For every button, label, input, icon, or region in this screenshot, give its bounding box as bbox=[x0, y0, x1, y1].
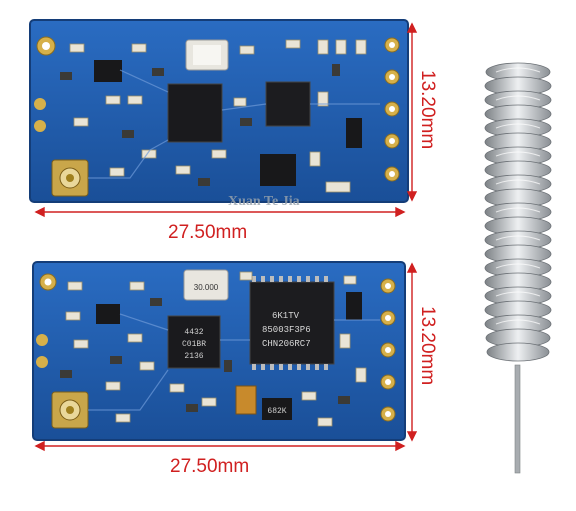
watermark-text: Xuan Te Jia bbox=[228, 194, 300, 209]
top-rf-module bbox=[29, 19, 409, 203]
bottom-width-label: 27.50mm bbox=[170, 456, 250, 477]
spring-antenna-icon bbox=[484, 62, 552, 474]
rf-chip-line-1: 4432 bbox=[184, 328, 203, 337]
rf-chip-line-2: C01BR bbox=[182, 340, 206, 349]
top-width-label: 27.50mm bbox=[168, 222, 248, 243]
mcu-line-1: 6K1TV bbox=[272, 311, 300, 321]
mcu-line-2: 85003F3P6 bbox=[262, 325, 311, 335]
bottom-rf-module: 30.000 4432 C01BR 2136 bbox=[32, 261, 406, 441]
top-height-label: 13.20mm bbox=[417, 70, 438, 150]
crystal-marking: 30.000 bbox=[194, 283, 219, 292]
mcu-line-3: CHN206RC7 bbox=[262, 339, 311, 349]
rf-chip-line-3: 2136 bbox=[184, 352, 203, 361]
dimension-lines bbox=[34, 22, 418, 452]
bottom-height-label: 13.20mm bbox=[417, 306, 438, 386]
transistor-marking: 682K bbox=[267, 407, 286, 416]
